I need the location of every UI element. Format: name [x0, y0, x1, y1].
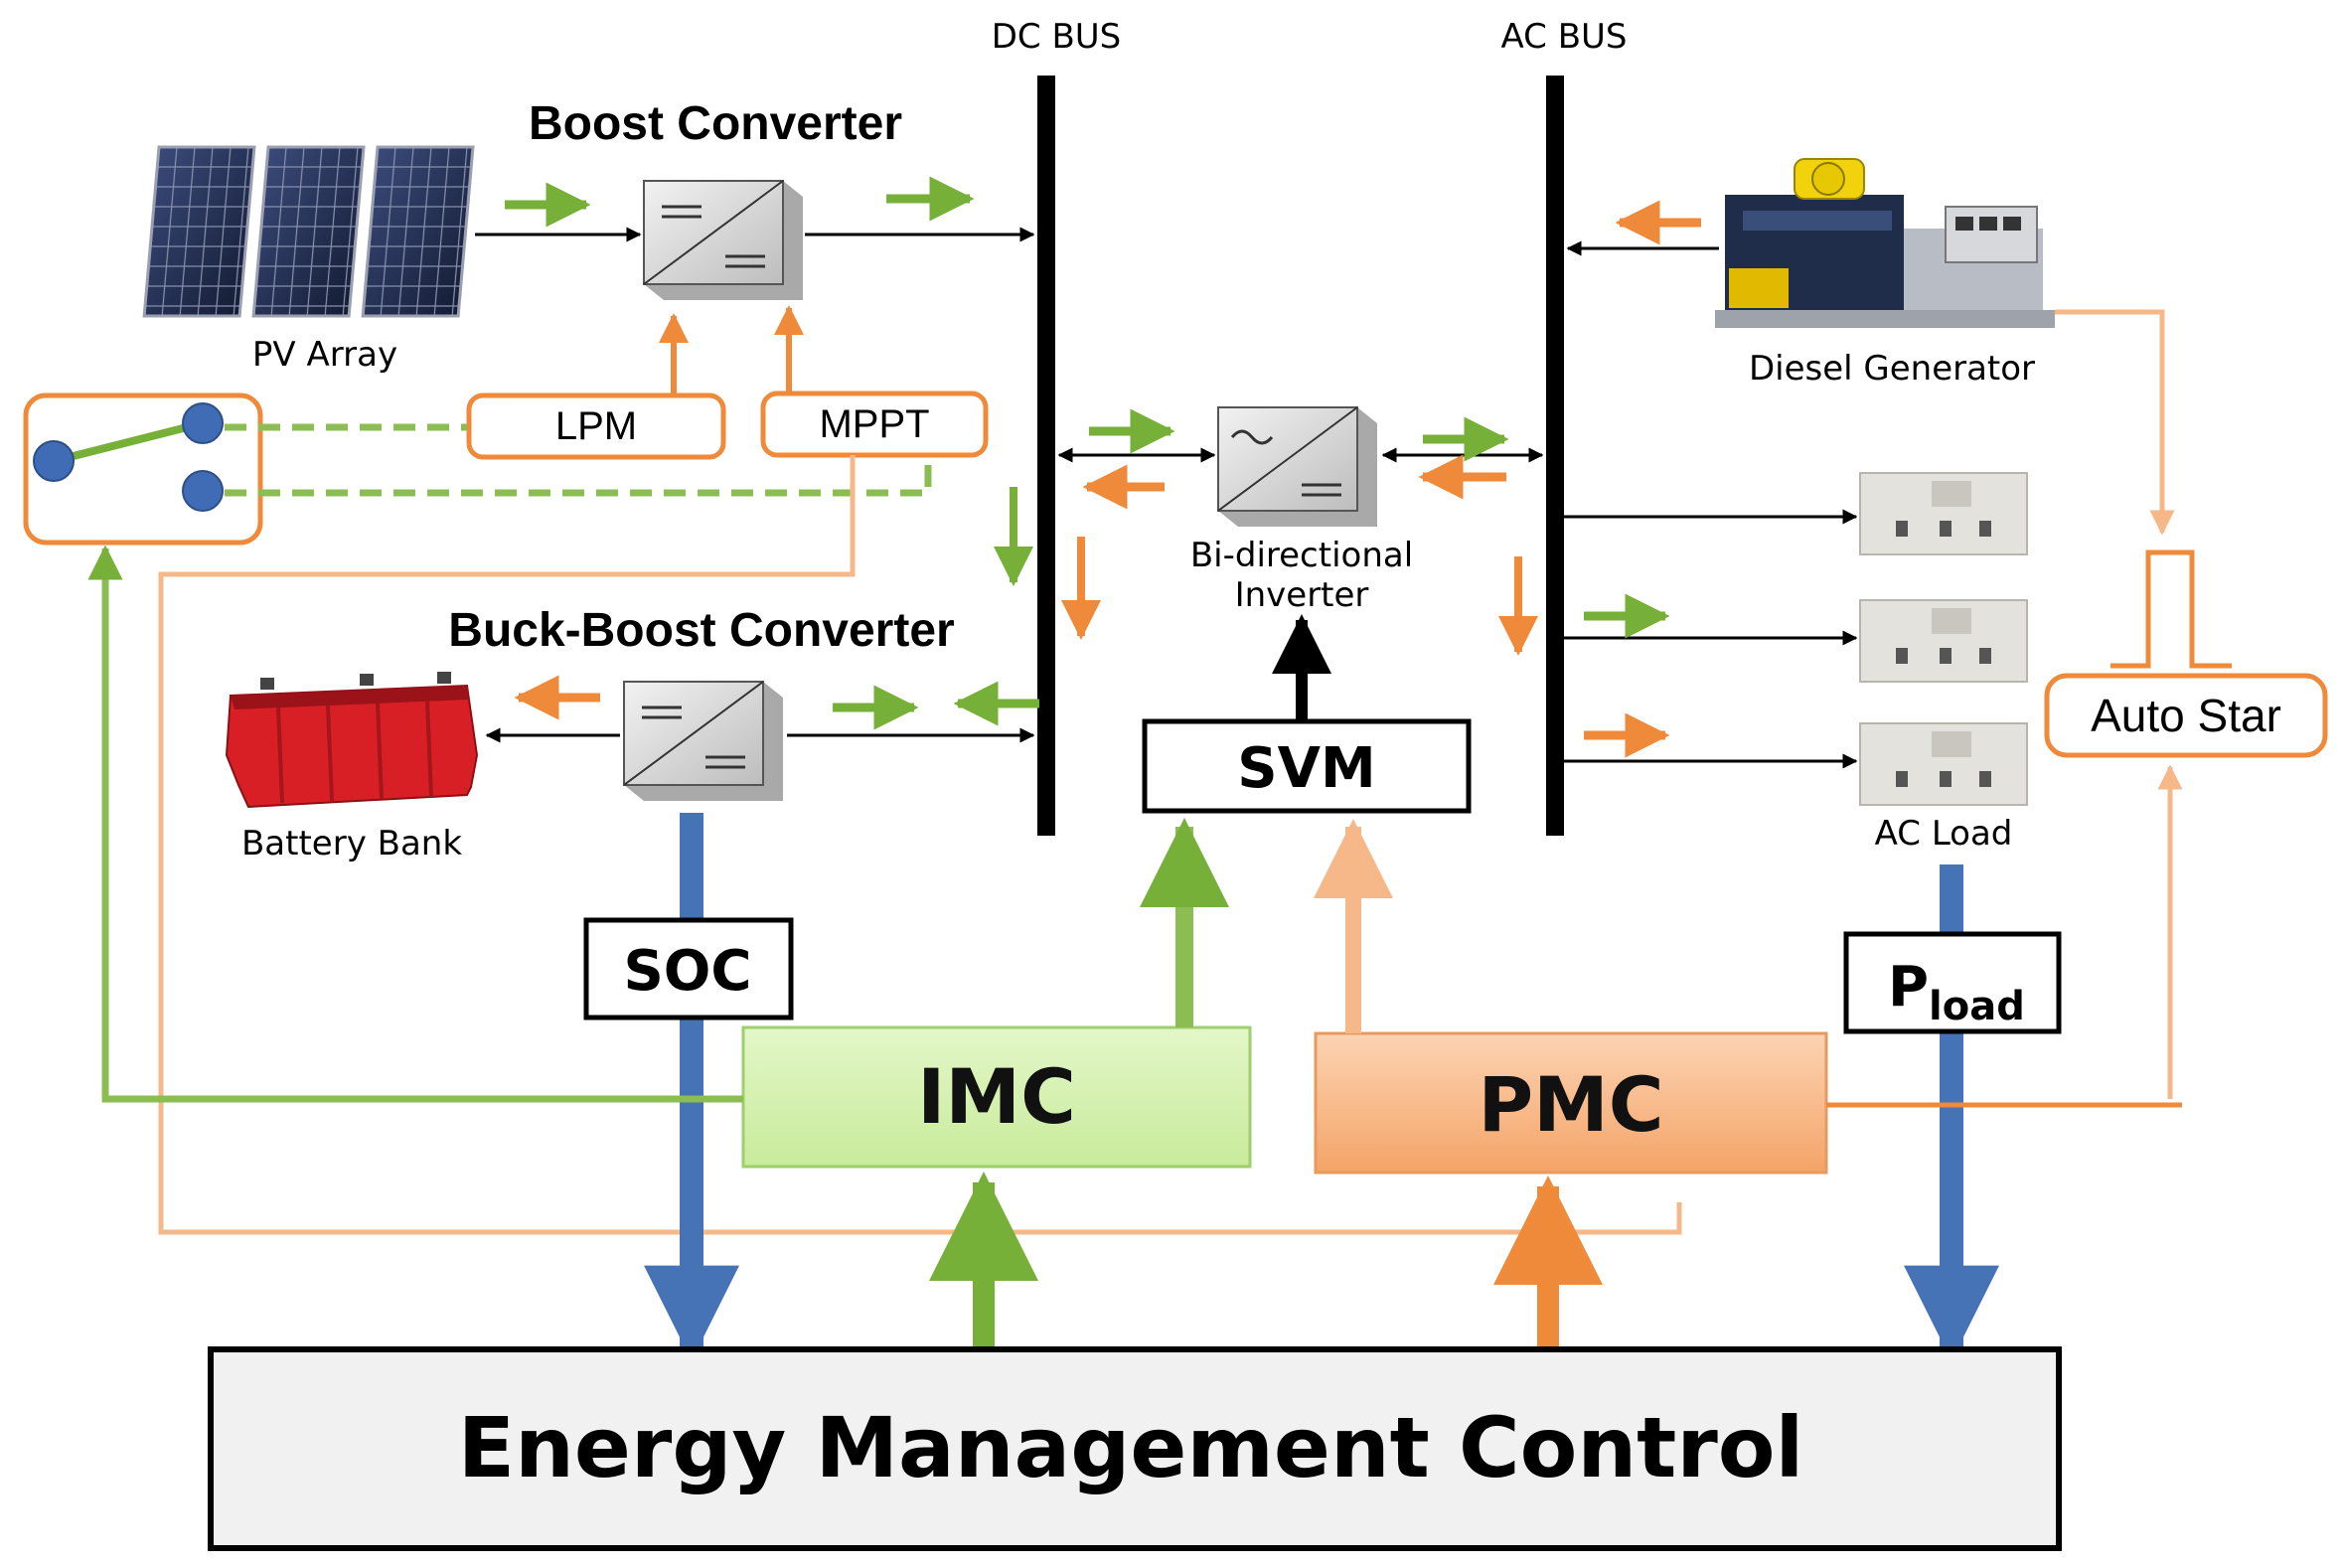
generator-to-auto-start-line	[2055, 309, 2175, 536]
pv-array-icon	[142, 145, 475, 318]
imc-to-switch-line	[87, 545, 743, 1103]
auto-start-label: Auto Star	[2091, 690, 2281, 741]
pmc-label: PMC	[1478, 1060, 1663, 1149]
ac-bus-label: AC BUS	[1500, 17, 1627, 57]
auto-start-box: Auto Star	[2044, 673, 2328, 758]
ac-load-socket-2	[1859, 599, 2028, 683]
ac-load-socket-1	[1859, 472, 2028, 555]
battery-bank-icon	[225, 672, 479, 809]
soc-box: SOC	[583, 917, 794, 1020]
pload-box: Pload	[1843, 931, 2062, 1034]
lpm-box: LPM	[466, 392, 726, 460]
ac-load-socket-3	[1859, 722, 2028, 806]
energy-management-control-label: Energy Management Control	[458, 1399, 1804, 1496]
boost-converter-title: Boost Converter	[529, 97, 902, 150]
selector-switch	[23, 392, 263, 546]
svm-box: SVM	[1142, 718, 1472, 814]
pmc-box: PMC	[1314, 1031, 1828, 1175]
switch-to-mppt-dashed	[225, 457, 932, 497]
boost-converter-icon	[643, 180, 803, 300]
imc-label: IMC	[917, 1052, 1076, 1141]
mppt-label: MPPT	[819, 402, 929, 446]
energy-management-control-box: Energy Management Control	[208, 1346, 2062, 1551]
pv-array-label: PV Array	[252, 335, 397, 375]
pload-main-text: P	[1888, 955, 1929, 1019]
svm-label: SVM	[1237, 736, 1375, 801]
ac-load-label: AC Load	[1875, 814, 2013, 854]
bidirectional-inverter-label-2: Inverter	[1235, 575, 1369, 615]
auto-start-pulse-signal	[2110, 549, 2232, 669]
dc-bus	[1037, 76, 1055, 836]
buck-boost-converter-title: Buck-Boost Converter	[448, 604, 954, 657]
buck-boost-converter-icon	[623, 681, 783, 801]
diesel-generator-icon	[1715, 158, 2055, 328]
imc-box: IMC	[741, 1025, 1252, 1169]
dc-bus-label: DC BUS	[992, 17, 1122, 57]
diesel-generator-label: Diesel Generator	[1749, 349, 2035, 389]
soc-label: SOC	[623, 939, 751, 1004]
bidirectional-inverter-label-1: Bi-directional	[1190, 536, 1413, 575]
battery-bank-label: Battery Bank	[241, 824, 462, 863]
lpm-label: LPM	[555, 404, 637, 448]
ac-bus	[1546, 76, 1564, 836]
pload-subscript-text: load	[1929, 984, 2025, 1029]
mppt-box: MPPT	[760, 391, 989, 458]
mppt-feedback-line	[158, 455, 1682, 1235]
pload-label: Pload	[1888, 955, 2025, 1029]
bidirectional-inverter-icon	[1217, 406, 1377, 527]
